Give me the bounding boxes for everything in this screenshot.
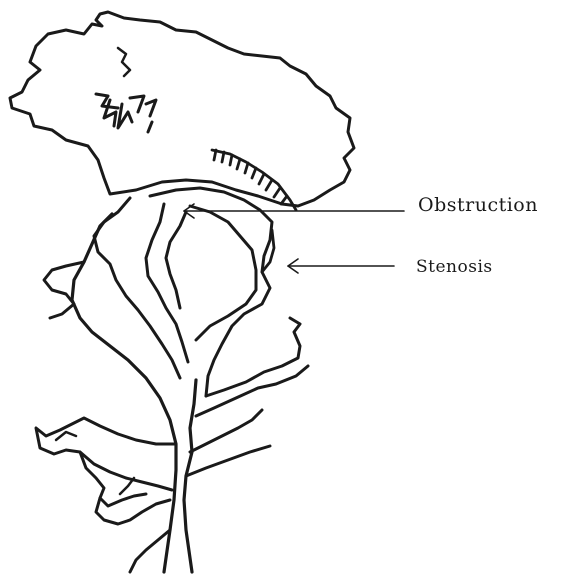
organ-outline <box>10 12 354 206</box>
hatched-mark-obstruction <box>212 150 296 210</box>
vessel-lower-right-1 <box>190 410 262 452</box>
vessel-fragment-2 <box>56 432 76 440</box>
vessel-lower-right-outline <box>196 366 308 416</box>
vessel-obstruction-segment <box>166 212 186 308</box>
stenosis-arrow <box>288 259 394 273</box>
vessel-inner-right <box>190 206 256 340</box>
organ-inner-mark <box>118 48 130 76</box>
vessel-lower-left-tree <box>36 418 176 490</box>
vessel-lower-right-branch <box>206 318 300 396</box>
obstruction-label: Obstruction <box>418 194 538 216</box>
vessel-upper-left <box>94 198 180 378</box>
hatched-mark-left <box>96 94 156 132</box>
vessel-upper-mid <box>146 204 188 362</box>
vessel-lower-left-bottom <box>96 498 170 524</box>
stenosis-label: Stenosis <box>416 257 493 277</box>
vessel-lower-right-2 <box>186 446 270 476</box>
vessel-fragment-1 <box>120 478 134 494</box>
vessel-trunk-left <box>72 214 176 572</box>
